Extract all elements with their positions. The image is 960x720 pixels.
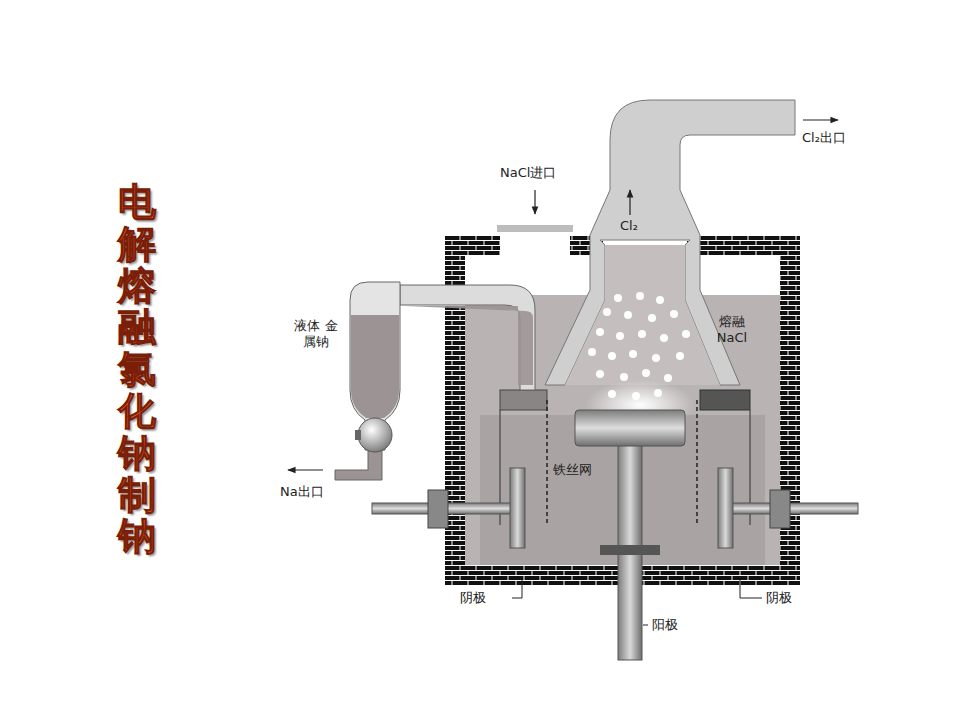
gas-label: Cl₂ [620, 218, 650, 234]
outlet-label: Cl₂出口 [802, 130, 872, 146]
sodium-label: 液体 金属钠 [294, 318, 338, 351]
melt-label: 熔融 NaCl [708, 314, 756, 347]
vertical-title: 电解熔融氯化钠制钠 [118, 182, 156, 558]
mesh-label: 铁丝网 [553, 462, 603, 478]
cathode-label: 阴极 [766, 590, 806, 606]
outlet-label: Na出口 [280, 484, 340, 500]
inlet-label: NaCl进口 [500, 165, 580, 181]
anode-label: 阳极 [652, 617, 692, 633]
cathode-label: 阴极 [460, 590, 500, 606]
